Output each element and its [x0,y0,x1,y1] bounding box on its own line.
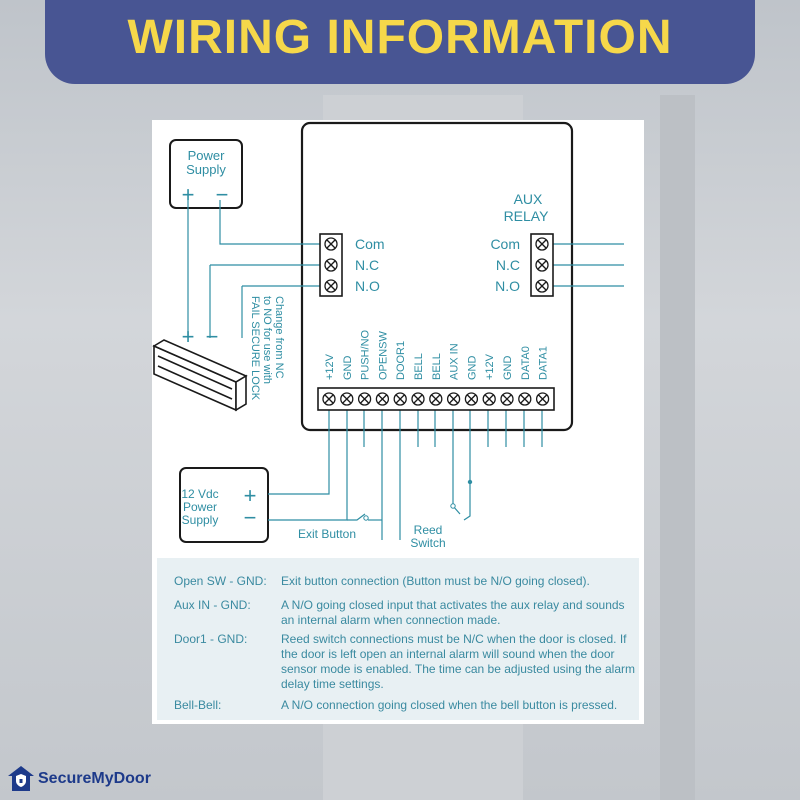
power-supply-label-2: Supply [186,162,226,177]
left-relay-com: Com [355,236,385,252]
reed-switch-label-1: Reed [414,523,443,537]
terminal-label: DOOR1 [395,341,407,380]
terminal-label: PUSH/NO [360,329,372,380]
right-relay-no: N.O [495,278,520,294]
exit-button-label: Exit Button [298,527,356,541]
terminal-label: BELL [431,353,443,380]
terminal-label: GND [342,356,354,381]
lock-minus: − [206,324,219,349]
power-supply-box [169,139,243,209]
terminal-label: OPENSW [377,330,389,380]
note-key: Bell-Bell: [174,698,222,712]
lock-plus: + [182,324,195,349]
terminal-label: +12V [324,353,336,380]
notes-box: Open SW - GND: Exit button connection (B… [157,558,639,720]
house-shield-icon [8,766,34,791]
terminal-label: +12V [484,353,496,380]
left-relay-no: N.O [355,278,380,294]
wiring-diagram: Power Supply + − + − Change from NC to N… [152,121,624,550]
title-banner: WIRING INFORMATION [45,0,755,84]
psu12-box [179,467,269,543]
right-relay-com: Com [490,236,520,252]
lock-note-line-1: Change from NC [273,296,285,379]
right-relay-nc: N.C [496,257,520,273]
power-supply-minus: − [216,182,229,207]
psu12-plus: + [244,483,257,508]
note-key: Aux IN - GND: [174,598,251,612]
lock-note-line-2: to NO for use with [261,296,273,384]
background-wall-panel [660,95,695,800]
note-value: A N/O going closed input that activates … [281,598,625,627]
note-value: Reed switch connections must be N/C when… [281,632,635,691]
note-key: Open SW - GND: [174,574,267,588]
terminal-label: GND [502,356,514,381]
psu12-label-3: Supply [182,513,219,527]
note-value: Exit button connection (Button must be N… [281,574,590,588]
left-relay-nc: N.C [355,257,379,273]
terminal-label: AUX IN [449,343,461,380]
power-supply-plus: + [182,182,195,207]
maglock-icon [152,339,248,412]
page-title: WIRING INFORMATION [127,11,673,64]
reed-switch-label-2: Switch [410,536,445,550]
brand-name: SecureMyDoor [38,770,151,787]
lock-note-line-3: FAIL SECURE LOCK [249,296,261,401]
aux-relay-label-2: RELAY [504,208,550,224]
psu12-label-1: 12 Vdc [181,487,218,501]
power-supply-label-1: Power [188,148,226,163]
psu12-label-2: Power [183,500,217,514]
terminal-label: DATA0 [520,346,532,380]
terminal-label: GND [466,356,478,381]
controller-board [300,121,574,432]
wiring-diagram-panel: Power Supply + − + − Change from NC to N… [152,120,644,724]
terminal-label: BELL [413,353,425,380]
psu12-minus: − [244,505,257,530]
terminal-label: DATA1 [538,346,550,380]
note-key: Door1 - GND: [174,632,248,646]
note-value: A N/O connection going closed when the b… [281,698,618,712]
aux-relay-label-1: AUX [514,191,543,207]
brand-logo: SecureMyDoor [6,765,206,793]
